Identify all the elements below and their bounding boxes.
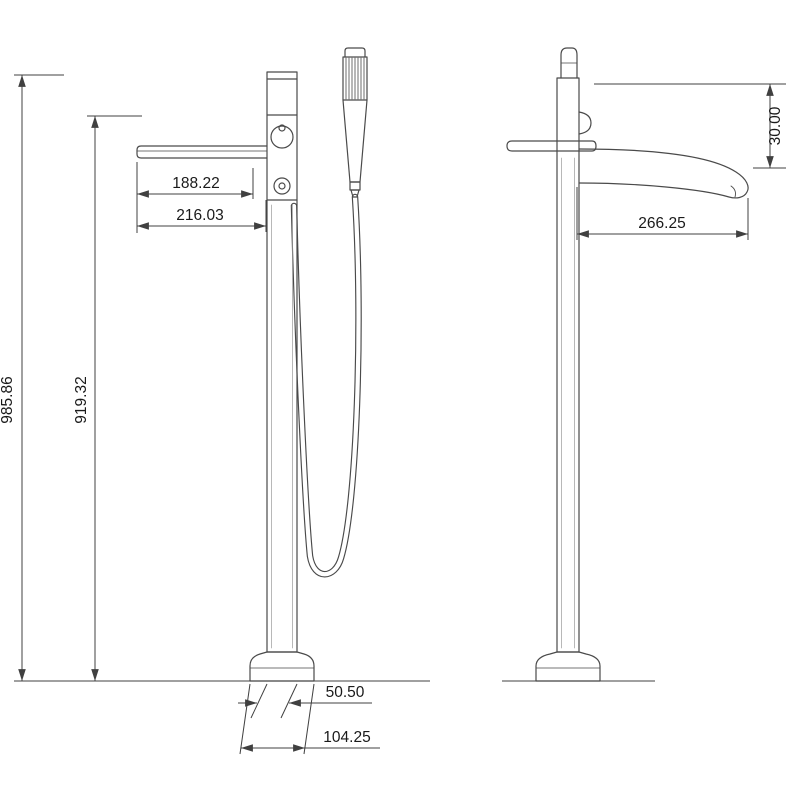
front-view xyxy=(136,47,368,682)
side-view xyxy=(506,47,749,682)
riser-column-side xyxy=(556,77,592,653)
dim-spout-outer-width-label: 216.03 xyxy=(176,207,223,224)
dim-base-diameter-label: 104.25 xyxy=(323,729,370,746)
dim-overall-height-label: 985.86 xyxy=(0,376,16,423)
dim-outlet-height-label: 919.32 xyxy=(73,376,90,423)
diverter-knob xyxy=(270,125,294,149)
hand-shower xyxy=(342,47,368,198)
dim-shaft-diameter-label: 50.50 xyxy=(326,684,365,701)
waterfall-spout xyxy=(136,145,268,159)
base-flange-front xyxy=(249,651,315,682)
riser-column xyxy=(266,71,298,653)
shower-hose xyxy=(290,193,362,578)
base-flange-side xyxy=(535,651,601,682)
shelf-plate xyxy=(506,140,597,152)
dim-spout-reach-label: 266.25 xyxy=(638,215,685,232)
dimension-lines xyxy=(14,74,786,755)
dimension-labels: 985.86 919.32 188.22 216.03 50.50 104.25… xyxy=(0,106,784,746)
diverter-knob-side xyxy=(578,111,592,135)
dim-spout-inner-width-label: 188.22 xyxy=(172,175,219,192)
extension-lines xyxy=(14,74,786,755)
hose-outlet-ring xyxy=(273,177,291,195)
lever-handle xyxy=(560,47,578,79)
tub-spout xyxy=(578,148,749,199)
dim-top-offset-label: 30.00 xyxy=(767,106,784,145)
hand-shower-grip-hatch xyxy=(345,57,365,100)
